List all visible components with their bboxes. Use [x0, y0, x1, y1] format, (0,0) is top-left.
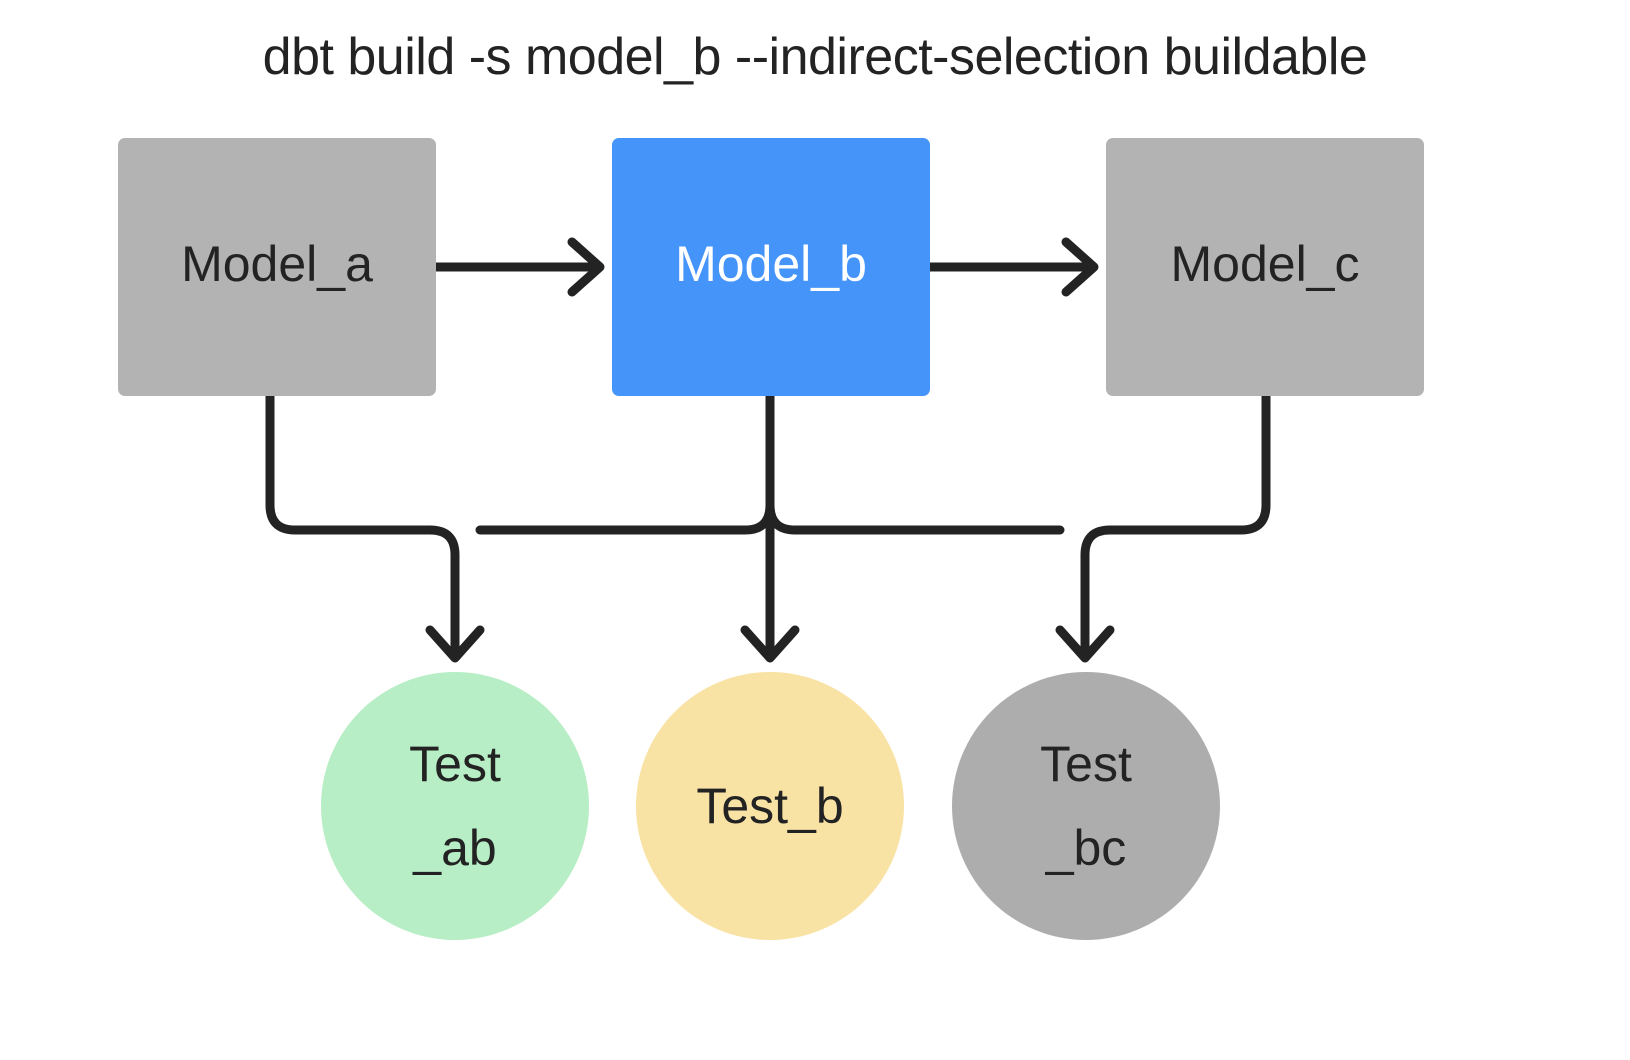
- node-test-b[interactable]: Test_b: [636, 672, 904, 940]
- node-test-ab-label-line2: _ab: [413, 820, 497, 876]
- node-model-a-label: Model_a: [181, 236, 373, 292]
- arrowhead-model-b-in: [567, 237, 605, 297]
- node-model-b-label: Model_b: [675, 236, 867, 292]
- node-test-bc-label-line1: Test: [1040, 736, 1132, 792]
- node-test-b-label-line1: Test_b: [696, 778, 844, 834]
- edge-model-b-to-test-bc: [765, 391, 1065, 535]
- edge-model-b-to-test-ab: [475, 391, 775, 535]
- node-model-b[interactable]: Model_b: [612, 138, 930, 396]
- arrowhead-model-c-in: [1061, 237, 1099, 297]
- node-test-bc[interactable]: Test _bc: [952, 672, 1220, 940]
- node-test-ab[interactable]: Test _ab: [321, 672, 589, 940]
- edge-model-a-to-test-ab: [265, 391, 460, 655]
- diagram-title: dbt build -s model_b --indirect-selectio…: [262, 28, 1368, 86]
- node-test-bc-label-line2: _bc: [1045, 820, 1127, 876]
- node-model-a[interactable]: Model_a: [118, 138, 436, 396]
- node-model-c-label: Model_c: [1170, 236, 1360, 292]
- arrowhead-test-bc-in: [1055, 625, 1115, 663]
- node-test-ab-label-line1: Test: [409, 736, 501, 792]
- node-model-c[interactable]: Model_c: [1106, 138, 1424, 396]
- arrowhead-test-b-in: [740, 625, 800, 663]
- edge-model-c-to-test-bc: [1080, 391, 1271, 655]
- arrowhead-test-ab-in: [425, 625, 485, 663]
